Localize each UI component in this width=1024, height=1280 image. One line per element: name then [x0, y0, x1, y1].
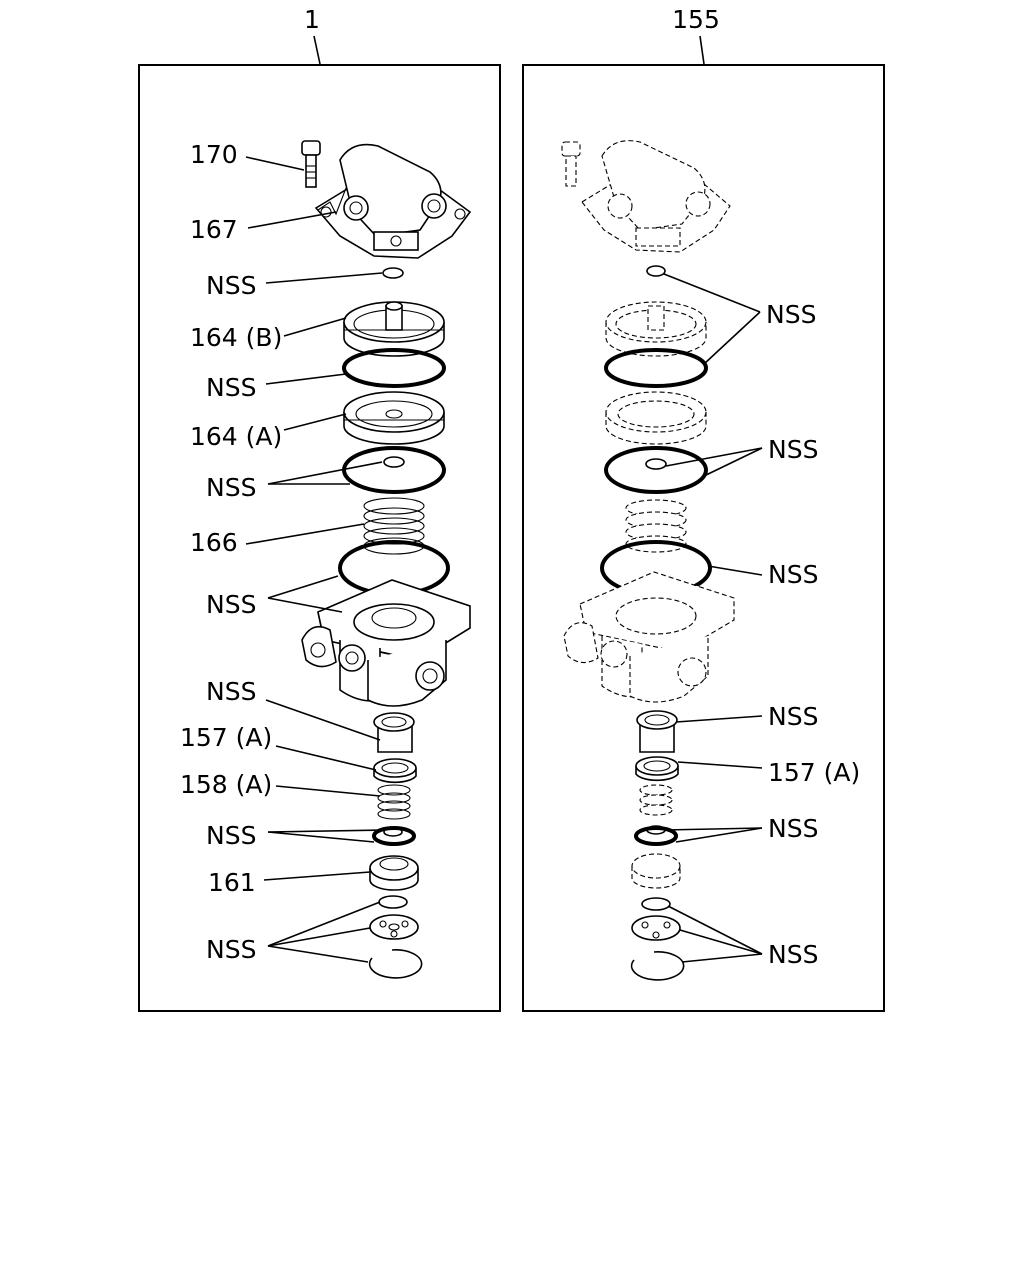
valve-seat-ghost	[631, 853, 681, 889]
callout-label: NSS	[768, 814, 818, 843]
small-spring-ghost	[639, 784, 673, 816]
callout-label: 157 (A)	[768, 758, 860, 787]
seal-part	[635, 756, 679, 782]
callout-label: 166	[190, 528, 238, 557]
plate-part	[631, 915, 681, 941]
o-ring-small	[645, 458, 667, 470]
callout-label: NSS	[206, 677, 256, 706]
callout-label: NSS	[766, 300, 816, 329]
callout-label: NSS	[206, 821, 256, 850]
piston-a-part	[343, 391, 445, 445]
callout-label: NSS	[768, 702, 818, 731]
o-ring-medium	[634, 826, 678, 846]
small-spring-part	[377, 784, 411, 820]
callout-label: NSS	[206, 590, 256, 619]
panel-frame	[522, 64, 885, 1012]
o-ring-small	[382, 267, 404, 279]
piston-b-ghost	[605, 301, 707, 357]
callout-label: 161	[208, 868, 256, 897]
o-ring-large	[604, 348, 708, 388]
valve-body-ghost	[563, 571, 735, 703]
callout-label: 157 (A)	[180, 723, 272, 752]
callout-label: NSS	[206, 271, 256, 300]
callouts: NSS NSS NSS NSS 157 (A) NSS NSS	[663, 273, 860, 969]
bolt-part	[301, 140, 321, 188]
panel-number: 155	[672, 5, 720, 34]
cover-part	[314, 143, 472, 259]
o-ring-small	[383, 456, 405, 468]
callout-label: 158 (A)	[180, 770, 272, 799]
panel-number-leader	[699, 35, 705, 65]
panel-number: 1	[304, 5, 320, 34]
o-ring-large	[342, 348, 446, 388]
callout-label: NSS	[206, 373, 256, 402]
callout-label: 170	[190, 140, 238, 169]
snap-ring-large	[368, 949, 423, 979]
o-ring-small	[646, 265, 666, 277]
panel-assembly-1: 1	[138, 5, 501, 1012]
o-ring-medium	[372, 826, 416, 846]
o-ring-large	[604, 446, 708, 494]
callout-label: NSS	[206, 473, 256, 502]
panel-assembly-155: 155	[522, 5, 885, 1012]
sleeve-part	[636, 710, 678, 753]
callout-label: 164 (A)	[190, 422, 282, 451]
o-ring-large	[342, 446, 446, 494]
piston-a-ghost	[605, 391, 707, 445]
valve-body-part	[301, 579, 471, 707]
callout-label: 164 (B)	[190, 323, 282, 352]
snap-ring-small	[641, 897, 671, 911]
snap-ring-large	[630, 951, 685, 981]
callout-label: NSS	[768, 940, 818, 969]
plate-part	[369, 914, 419, 940]
valve-seat-part	[369, 855, 419, 891]
panel-frame	[138, 64, 501, 1012]
panel-number-leader	[313, 35, 321, 65]
bolt-ghost	[561, 141, 581, 187]
piston-b-part	[343, 301, 445, 357]
callout-label: 167	[190, 215, 238, 244]
seal-part	[373, 758, 417, 784]
snap-ring-small	[378, 895, 408, 909]
callout-label: NSS	[768, 560, 818, 589]
callouts: 170 167 NSS 164 (B) NSS 164 (A) NSS 166 …	[180, 140, 385, 964]
sleeve-part	[373, 712, 415, 753]
callout-label: NSS	[206, 935, 256, 964]
callout-label: NSS	[768, 435, 818, 464]
cover-ghost	[581, 140, 731, 253]
